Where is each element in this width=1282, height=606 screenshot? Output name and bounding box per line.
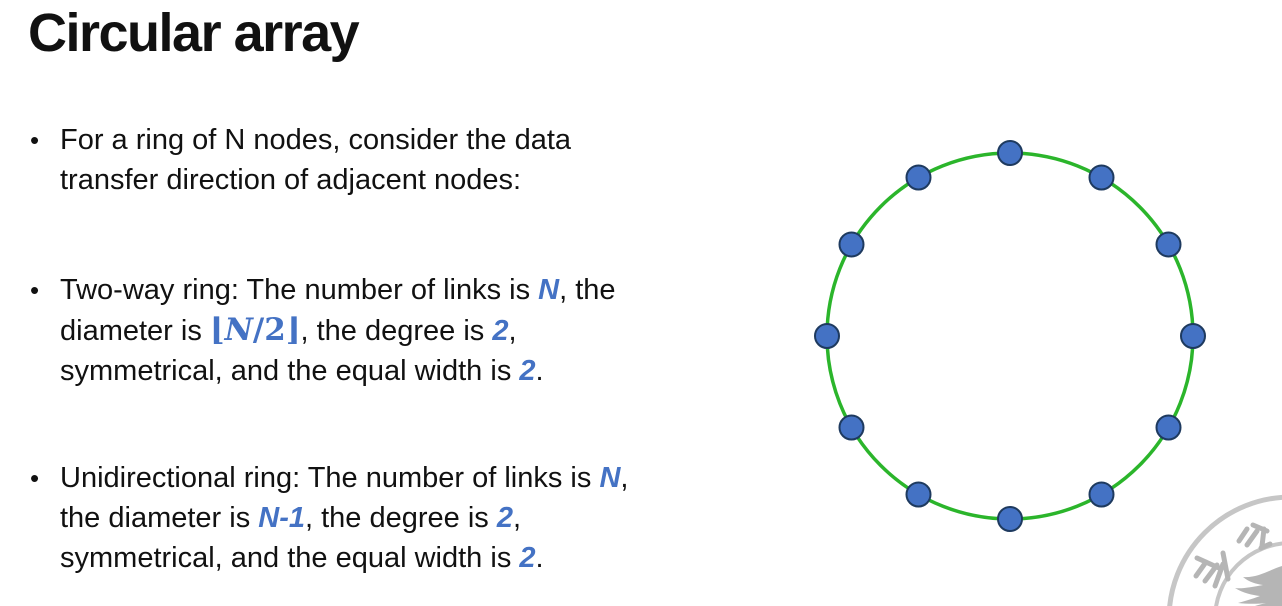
bullet-text: For a ring of N nodes, consider the data… — [60, 120, 571, 200]
ring-node — [838, 231, 865, 258]
bullet-item: • Unidirectional ring: The number of link… — [30, 458, 628, 578]
seal-eagle-icon — [1235, 566, 1282, 606]
text-run: , — [620, 462, 629, 494]
ring-node — [997, 506, 1023, 532]
bullet-list: • For a ring of N nodes, consider the dat… — [30, 0, 770, 606]
ring-node — [1180, 323, 1206, 349]
text-run: symmetrical, and the equal width is — [60, 542, 520, 574]
text-run: , the — [559, 274, 616, 306]
highlight-run: /2 — [252, 312, 286, 348]
highlight-run: N — [224, 312, 253, 348]
text-run: Unidirectional ring: The number of links… — [60, 462, 600, 494]
ring-node — [905, 481, 932, 508]
highlight-run: 2 — [519, 542, 536, 574]
text-run: , the degree is — [300, 315, 493, 347]
bullet-item: • Two-way ring: The number of links is N,… — [30, 270, 616, 391]
text-run: Two-way ring: The number of links is — [60, 274, 539, 306]
highlight-run: 2 — [492, 315, 509, 347]
highlight-run: 2 — [519, 355, 536, 387]
text-run: , — [508, 315, 517, 347]
bullet-marker: • — [30, 463, 40, 493]
highlight-run: 2 — [496, 502, 513, 534]
text-run: . — [535, 355, 544, 387]
ring-nodes-group — [814, 140, 1206, 532]
ring-node — [997, 140, 1023, 166]
text-run: diameter is — [60, 315, 210, 347]
bullet-text: Two-way ring: The number of links is N, … — [60, 270, 616, 391]
text-run: For a ring of N nodes, consider the data — [60, 124, 572, 156]
ring-node — [838, 414, 865, 441]
bullet-text: Unidirectional ring: The number of links… — [60, 458, 628, 578]
highlight-run: ⌋ — [285, 312, 301, 348]
text-run: symmetrical, and the equal width is — [60, 355, 520, 387]
text-run: transfer direction of adjacent nodes: — [60, 164, 522, 196]
highlight-run: N-1 — [258, 502, 305, 534]
university-seal-watermark — [1167, 494, 1282, 606]
ring-node — [1088, 481, 1115, 508]
text-run: , — [512, 502, 522, 534]
bullet-marker: • — [30, 275, 40, 305]
ring-edge — [825, 151, 1195, 521]
ring-node — [1155, 414, 1182, 441]
ring-node — [1088, 164, 1115, 191]
highlight-run: ⌊ — [209, 312, 225, 348]
bullet-item: • For a ring of N nodes, consider the dat… — [30, 120, 571, 200]
text-run: the diameter is — [60, 502, 259, 534]
highlight-run: N — [599, 462, 621, 494]
slide-title: Circular array — [28, 3, 360, 63]
ring-node — [905, 164, 932, 191]
text-run: , the degree is — [305, 502, 497, 534]
highlight-run: N — [538, 274, 560, 306]
text-run: . — [535, 542, 544, 574]
seal-calligraphy-icon — [1193, 522, 1273, 589]
ring-node — [1155, 231, 1182, 258]
ring-node — [814, 323, 840, 349]
bullet-marker: • — [30, 125, 40, 155]
